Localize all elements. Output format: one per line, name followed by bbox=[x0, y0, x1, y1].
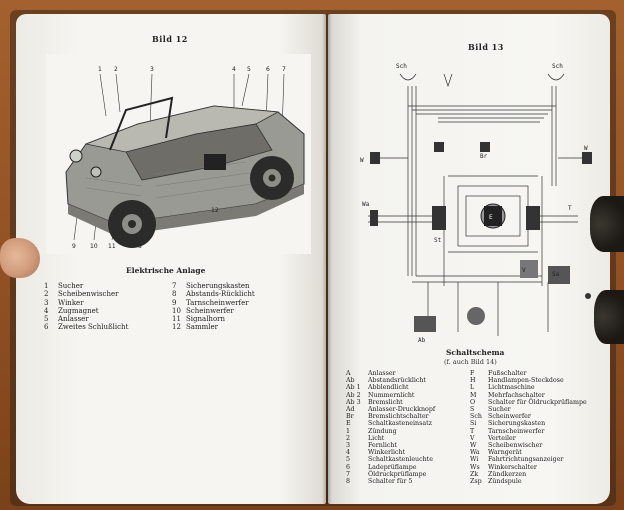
callout-number: 6 bbox=[266, 66, 270, 73]
figure-title-left: Bild 12 bbox=[152, 34, 188, 44]
callout-number: 3 bbox=[150, 66, 154, 73]
schematic-label: V bbox=[522, 267, 526, 274]
callout-number: 12 bbox=[211, 207, 219, 214]
schematic-label: Br bbox=[480, 153, 488, 160]
figure-title-right: Bild 13 bbox=[468, 42, 504, 52]
schematic-label: Wa bbox=[362, 201, 370, 208]
schematic-label: W bbox=[360, 157, 364, 164]
schematic-label: W bbox=[584, 145, 588, 152]
callout-number: 9 bbox=[72, 243, 76, 250]
schematic-label: Sa bbox=[552, 271, 560, 278]
callout-number: 10 bbox=[90, 243, 98, 250]
wiring-schematic: Sch Sch W W Wa St T Br Ab Sa V E bbox=[360, 63, 592, 344]
page-clip-top bbox=[590, 196, 624, 252]
callout-number: 1 bbox=[98, 66, 102, 73]
left-page: Bild 12 bbox=[16, 14, 326, 504]
section-title-left: Elektrische Anlage bbox=[126, 266, 206, 275]
page-clip-bottom bbox=[594, 290, 624, 344]
schematic-label: T bbox=[568, 205, 572, 212]
callout-number: 11 bbox=[108, 243, 116, 250]
callout-number: 7 bbox=[282, 66, 286, 73]
callout-number: 5 bbox=[247, 66, 251, 73]
right-page: Bild 13 bbox=[328, 14, 610, 504]
callout-number: 2 bbox=[114, 66, 118, 73]
schematic-label: Sch bbox=[396, 63, 407, 70]
schematic-label: Ab bbox=[418, 337, 426, 344]
section-title-right: Schaltschema bbox=[446, 348, 505, 357]
section-subtitle-right: (f. auch Bild 14) bbox=[444, 358, 497, 366]
schematic-label: St bbox=[434, 237, 442, 244]
callout-number: 4 bbox=[232, 66, 236, 73]
book-gutter bbox=[322, 14, 332, 504]
vehicle-illustration: 1 2 3 4 5 6 7 9 10 11 8 12 bbox=[46, 54, 311, 254]
callout-number: 8 bbox=[138, 243, 142, 250]
schematic-label: E bbox=[489, 214, 493, 221]
schematic-label: Sch bbox=[552, 63, 563, 70]
thumb bbox=[0, 238, 40, 278]
